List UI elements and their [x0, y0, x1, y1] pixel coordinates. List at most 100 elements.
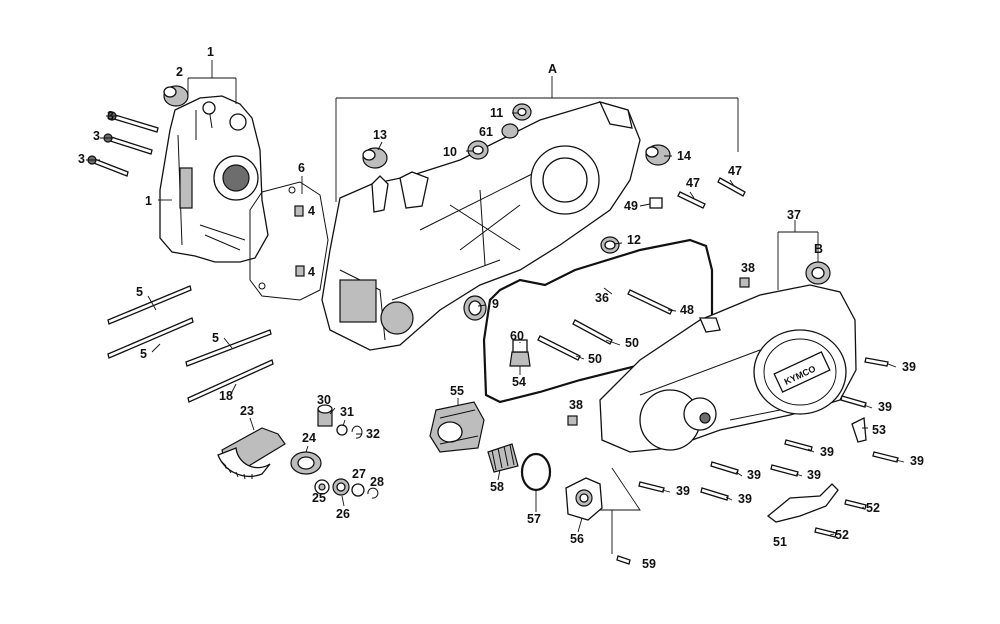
- callout-9: 9: [492, 297, 499, 311]
- clip-28: [367, 487, 379, 499]
- bolts-3: [87, 111, 159, 177]
- filter-55: [429, 401, 485, 453]
- callout-30: 30: [317, 393, 331, 407]
- callout-39: 39: [807, 468, 821, 482]
- callout-1: 1: [207, 45, 214, 59]
- callout-38: 38: [569, 398, 583, 412]
- bushing-2: [163, 85, 189, 107]
- callout-1: 1: [145, 194, 152, 208]
- callout-50: 50: [625, 336, 639, 350]
- callout-38: 38: [741, 261, 755, 275]
- callout-11: 11: [490, 106, 503, 120]
- callout-12: 12: [627, 233, 641, 247]
- callout-ticks: [86, 112, 905, 536]
- callout-13: 13: [373, 128, 387, 142]
- callout-39: 39: [878, 400, 892, 414]
- callout-55: 55: [450, 384, 464, 398]
- callout-5: 5: [212, 331, 219, 345]
- callout-47: 47: [686, 176, 700, 190]
- stud-18: [187, 359, 274, 403]
- oil-seal-12: [600, 236, 620, 254]
- callout-B: B: [814, 242, 823, 256]
- callout-54: 54: [512, 375, 526, 389]
- callout-60: 60: [510, 329, 524, 343]
- callout-3: 3: [93, 129, 100, 143]
- bushing-14: [645, 144, 671, 166]
- callout-labels: 1 1 2 3 3 3 4 4 5 5 5 6 A 9 10 11 12 13 …: [78, 45, 924, 571]
- gasket-6: [249, 181, 329, 301]
- callout-53: 53: [872, 423, 886, 437]
- callout-4: 4: [308, 204, 315, 218]
- callout-39: 39: [902, 360, 916, 374]
- washer-25: [314, 479, 330, 495]
- callout-2: 2: [176, 65, 183, 79]
- callout-61: 61: [479, 125, 493, 139]
- bracket-51: [766, 483, 839, 523]
- callout-6: 6: [298, 161, 305, 175]
- callout-49: 49: [624, 199, 638, 213]
- o-ring-57: [520, 452, 552, 492]
- leader-lines: [158, 60, 819, 554]
- callout-39: 39: [738, 492, 752, 506]
- kick-gear-30: [317, 404, 333, 427]
- bolt-49: [649, 197, 663, 209]
- clip-53: [851, 416, 867, 443]
- dowel-38: [567, 277, 750, 426]
- bolts-48-50: [537, 289, 673, 361]
- callout-36: 36: [595, 291, 609, 305]
- callout-47: 47: [728, 164, 742, 178]
- callout-56: 56: [570, 532, 584, 546]
- callout-18: 18: [219, 389, 233, 403]
- callout-59: 59: [642, 557, 656, 571]
- callout-A: A: [548, 62, 557, 76]
- callout-32: 32: [366, 427, 380, 441]
- spring-58: [487, 443, 519, 473]
- spring-24: [290, 451, 322, 475]
- right-crankcase-half: [321, 100, 641, 351]
- callout-52: 52: [835, 528, 849, 542]
- callout-50: 50: [588, 352, 602, 366]
- bearing-61: [501, 123, 519, 139]
- callout-23: 23: [240, 404, 254, 418]
- callout-28: 28: [370, 475, 384, 489]
- callout-48: 48: [680, 303, 694, 317]
- callout-39: 39: [676, 484, 690, 498]
- callout-58: 58: [490, 480, 504, 494]
- callout-39: 39: [910, 454, 924, 468]
- callout-3: 3: [78, 152, 85, 166]
- callout-14: 14: [677, 149, 691, 163]
- drain-bolt-54: [509, 339, 531, 367]
- bushing-13: [362, 147, 388, 169]
- callout-5: 5: [140, 347, 147, 361]
- kick-starter-spindle-23: [217, 427, 286, 480]
- callout-5: 5: [136, 285, 143, 299]
- oil-seal-10: [467, 140, 489, 160]
- clip-32: [351, 425, 363, 439]
- callout-24: 24: [302, 431, 316, 445]
- callout-25: 25: [312, 491, 326, 505]
- callout-57: 57: [527, 512, 541, 526]
- callout-39: 39: [820, 445, 834, 459]
- bolt-59: [616, 555, 631, 565]
- callout-37: 37: [787, 208, 801, 222]
- cap-56: [565, 477, 603, 521]
- washer-31: [336, 424, 348, 436]
- bushing-26: [332, 478, 350, 496]
- callout-51: 51: [773, 535, 787, 549]
- dowel-pins-4: [294, 205, 305, 277]
- washer-27: [351, 483, 365, 497]
- crankcase-cover-37: KYMCO: [599, 284, 857, 453]
- studs-5: [107, 285, 272, 367]
- callout-4: 4: [308, 265, 315, 279]
- oil-seal-11: [512, 103, 532, 121]
- callout-27: 27: [352, 467, 366, 481]
- oil-seal-B: [805, 261, 831, 285]
- left-crankcase-half: [159, 95, 269, 263]
- callout-52: 52: [866, 501, 880, 515]
- callout-31: 31: [340, 405, 354, 419]
- oil-seal-9: [463, 295, 487, 321]
- callout-10: 10: [443, 145, 457, 159]
- callout-39: 39: [747, 468, 761, 482]
- bolts-47: [677, 177, 746, 209]
